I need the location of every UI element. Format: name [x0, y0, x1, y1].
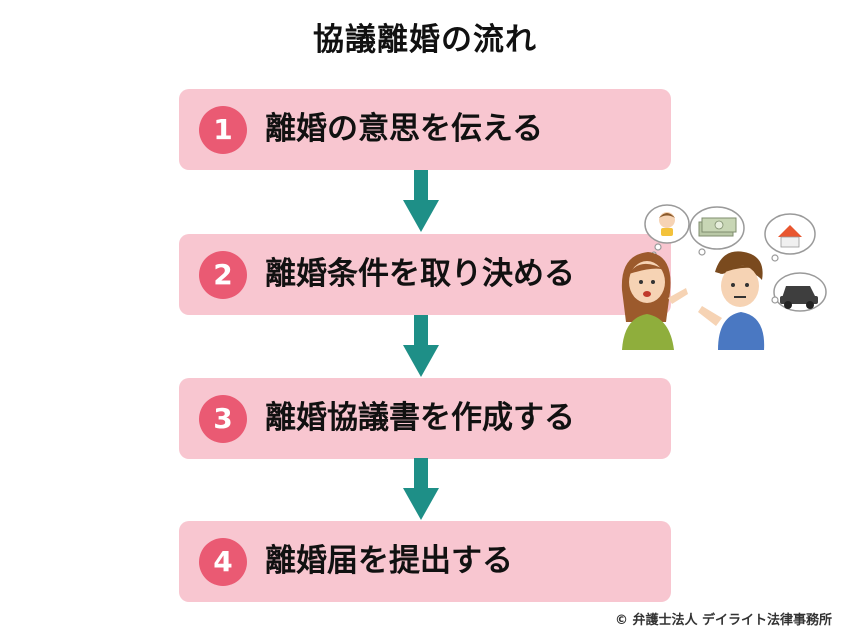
arrow-down-icon — [403, 315, 439, 377]
step-3-number: 3 — [199, 395, 247, 443]
arrow-down-icon — [403, 170, 439, 232]
step-2-number: 2 — [199, 251, 247, 299]
step-4-label: 離婚届を提出する — [265, 543, 513, 579]
step-3-box: 3 離婚協議書を作成する — [179, 378, 671, 459]
couple-discussion-illustration — [621, 204, 827, 350]
step-1-label: 離婚の意思を伝える — [265, 111, 544, 147]
arrow-down-icon — [403, 458, 439, 520]
page-title: 協議離婚の流れ — [313, 22, 537, 58]
child-thought-icon — [644, 204, 690, 257]
step-4-number: 4 — [199, 538, 247, 586]
step-2-box: 2 離婚条件を取り決める — [179, 234, 671, 315]
step-1-box: 1 離婚の意思を伝える — [179, 89, 671, 170]
car-thought-icon — [771, 272, 827, 312]
step-4-box: 4 離婚届を提出する — [179, 521, 671, 602]
step-2-label: 離婚条件を取り決める — [265, 256, 575, 292]
man-figure — [698, 251, 765, 350]
woman-figure — [621, 252, 688, 350]
house-thought-icon — [764, 213, 816, 262]
step-1-number: 1 — [199, 106, 247, 154]
copyright-notice: © 弁護士法人 デイライト法律事務所 — [614, 613, 832, 628]
money-thought-icon — [689, 206, 745, 256]
step-3-label: 離婚協議書を作成する — [265, 400, 575, 436]
